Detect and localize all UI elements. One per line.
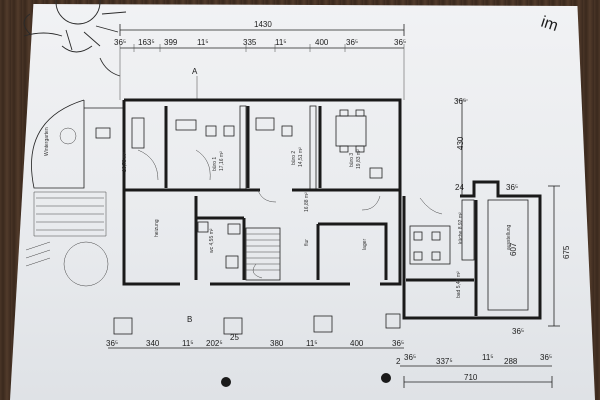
exhibition-label: ausstellung [506, 224, 512, 250]
axis-marker-b: B [187, 315, 192, 324]
office3-label: büro 3 [349, 153, 355, 167]
axis-marker-a: A [192, 67, 198, 76]
top-seg-4: 11⁵ [197, 38, 209, 47]
bottom-right-seg-3: 337⁵ [436, 357, 453, 366]
storage-label: lager [362, 239, 368, 250]
office-wing: 16,79 m² büro 1 17,16 m² büro 2 14,51 m²… [84, 98, 402, 196]
top-seg-8: 36⁵ [346, 38, 358, 47]
bottom-seg-3: 11⁵ [182, 339, 194, 348]
foundation-markers [113, 313, 401, 335]
garden-area-label: 16,79 m² [122, 152, 128, 172]
punch-hole-right [381, 373, 391, 383]
bottom-right-seg-5: 288 [504, 357, 518, 366]
service-wing: heizung wc 4,55 m² flur 16,88 m² lager [122, 189, 402, 286]
right-seg-1: 36⁵ [454, 97, 466, 106]
bottom-seg-7: 11⁵ [306, 339, 318, 348]
office1-area: 17,16 m² [219, 151, 225, 171]
hall-area: 16,88 m² [304, 192, 310, 212]
top-overall-dimension: 1430 [119, 20, 405, 36]
right-overall-label: 675 [562, 245, 571, 259]
top-seg-2: 163⁵ [138, 38, 155, 47]
bottom-seg-1: 36⁵ [106, 339, 118, 348]
right-seg-4: 36⁵ [506, 183, 518, 192]
wc-label: wc 4,55 m² [209, 228, 215, 253]
top-seg-1: 36⁵ [114, 38, 126, 47]
bottom-right-seg-6: 36⁵ [540, 353, 552, 362]
right-seg-2: 430 [456, 136, 465, 150]
bottom-right-seg-1: 2 [396, 357, 401, 366]
top-seg-3: 399 [164, 38, 178, 47]
top-overall-label: 1430 [254, 20, 272, 29]
right-dimensions: 675 36⁵ 430 24 36⁵ 36⁵ [454, 97, 571, 336]
bottom-seg-6: 380 [270, 339, 284, 348]
winter-garden-area: Wintergarten [25, 99, 109, 287]
bottom-seg-2: 340 [146, 339, 160, 348]
bottom-seg-9: 36⁵ [392, 339, 404, 348]
office3-area: 19,83 m² [356, 149, 362, 169]
hall-label: flur [304, 239, 310, 246]
bath-label: bad 5,49 m² [456, 271, 462, 298]
bottom-seg-4: 202⁵ [206, 339, 223, 348]
exhibition-size: 607 [509, 242, 518, 256]
sun-sketch-icon [23, 0, 127, 77]
punch-hole-left [221, 377, 231, 387]
paper-sheet [10, 4, 595, 400]
bottom-right-seg-4: 11⁵ [482, 353, 494, 362]
top-seg-7: 400 [315, 38, 329, 47]
office1-label: büro 1 [212, 157, 218, 171]
office2-label: büro 2 [291, 151, 297, 165]
bottom-right-seg-2: 36⁵ [404, 353, 416, 362]
office2-area: 14,51 m² [298, 147, 304, 167]
top-seg-6: 11⁵ [275, 38, 287, 47]
heating-label: heizung [154, 219, 160, 237]
top-seg-5: 335 [243, 38, 257, 47]
corner-note: im [539, 14, 560, 35]
bottom-seg-5: 25 [230, 333, 239, 342]
bottom-seg-8: 400 [350, 339, 364, 348]
top-seg-9: 36⁵ [394, 38, 406, 47]
right-seg-6: 36⁵ [512, 327, 524, 336]
bottom-dimensions: 36⁵ 340 11⁵ 202⁵ 25 380 11⁵ 400 36⁵ 2 36… [106, 333, 553, 388]
top-segment-dimensions: 36⁵ 163⁵ 399 11⁵ 335 11⁵ 400 36⁵ 36⁵ [114, 38, 406, 100]
right-seg-3: 24 [455, 183, 464, 192]
garden-label: Wintergarten [44, 127, 50, 156]
kitchen-label: küche 8,92 m² [458, 212, 464, 244]
right-annex: küche 8,92 m² bad 5,49 m² ausstellung 60… [402, 180, 542, 320]
bottom-right-overall: 710 [464, 373, 478, 382]
